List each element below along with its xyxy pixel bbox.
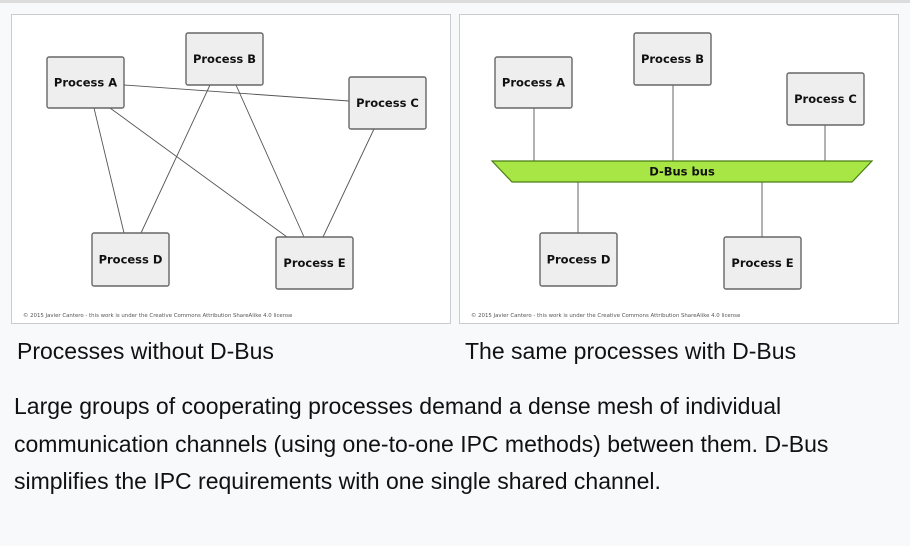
process-e: Process E [723, 236, 802, 290]
link-c-e [322, 128, 375, 238]
copyright-notice: © 2015 Javier Cantero - this work is und… [471, 312, 741, 319]
process-b-label: Process B [193, 52, 256, 66]
link-b-e [235, 84, 305, 238]
link-b-d [140, 84, 211, 234]
copyright-notice: © 2015 Javier Cantero - this work is und… [23, 312, 293, 319]
process-d-label: Process D [547, 253, 611, 267]
link-a-e [109, 107, 288, 238]
process-a: Process A [494, 56, 573, 109]
process-e: Process E [275, 236, 354, 290]
process-b: Process B [185, 32, 264, 86]
process-d: Process D [539, 232, 618, 287]
caption-without-dbus: Processes without D-Bus [17, 338, 274, 364]
diagram-with-dbus: D-Bus bus Process A Process B Process C … [459, 14, 899, 324]
process-a-label: Process A [54, 76, 117, 90]
top-divider [0, 0, 910, 3]
dbus-bus: D-Bus bus [490, 160, 874, 183]
bus-connectors [533, 85, 826, 237]
process-c-label: Process C [794, 92, 857, 106]
caption-with-dbus: The same processes with D-Bus [465, 338, 797, 364]
description-text: Large groups of cooperating processes de… [14, 393, 829, 494]
process-d-label: Process D [99, 253, 163, 267]
process-c: Process C [786, 72, 865, 126]
process-b: Process B [633, 32, 712, 86]
process-b-label: Process B [641, 52, 704, 66]
process-a-label: Process A [502, 76, 565, 90]
process-e-label: Process E [283, 256, 345, 270]
process-a: Process A [46, 56, 125, 109]
process-d: Process D [91, 232, 170, 287]
bus-diagram: D-Bus bus Process A Process B Process C … [471, 32, 874, 319]
link-a-d [93, 107, 125, 234]
link-a-c [123, 84, 350, 102]
process-c: Process C [348, 76, 427, 130]
mesh-diagram: Process A Process B Process C Process D … [23, 32, 427, 319]
diagram-without-dbus: Process A Process B Process C Process D … [11, 14, 451, 324]
process-c-label: Process C [356, 96, 419, 110]
process-e-label: Process E [731, 256, 793, 270]
connections [93, 84, 375, 238]
bus-label: D-Bus bus [649, 165, 715, 179]
